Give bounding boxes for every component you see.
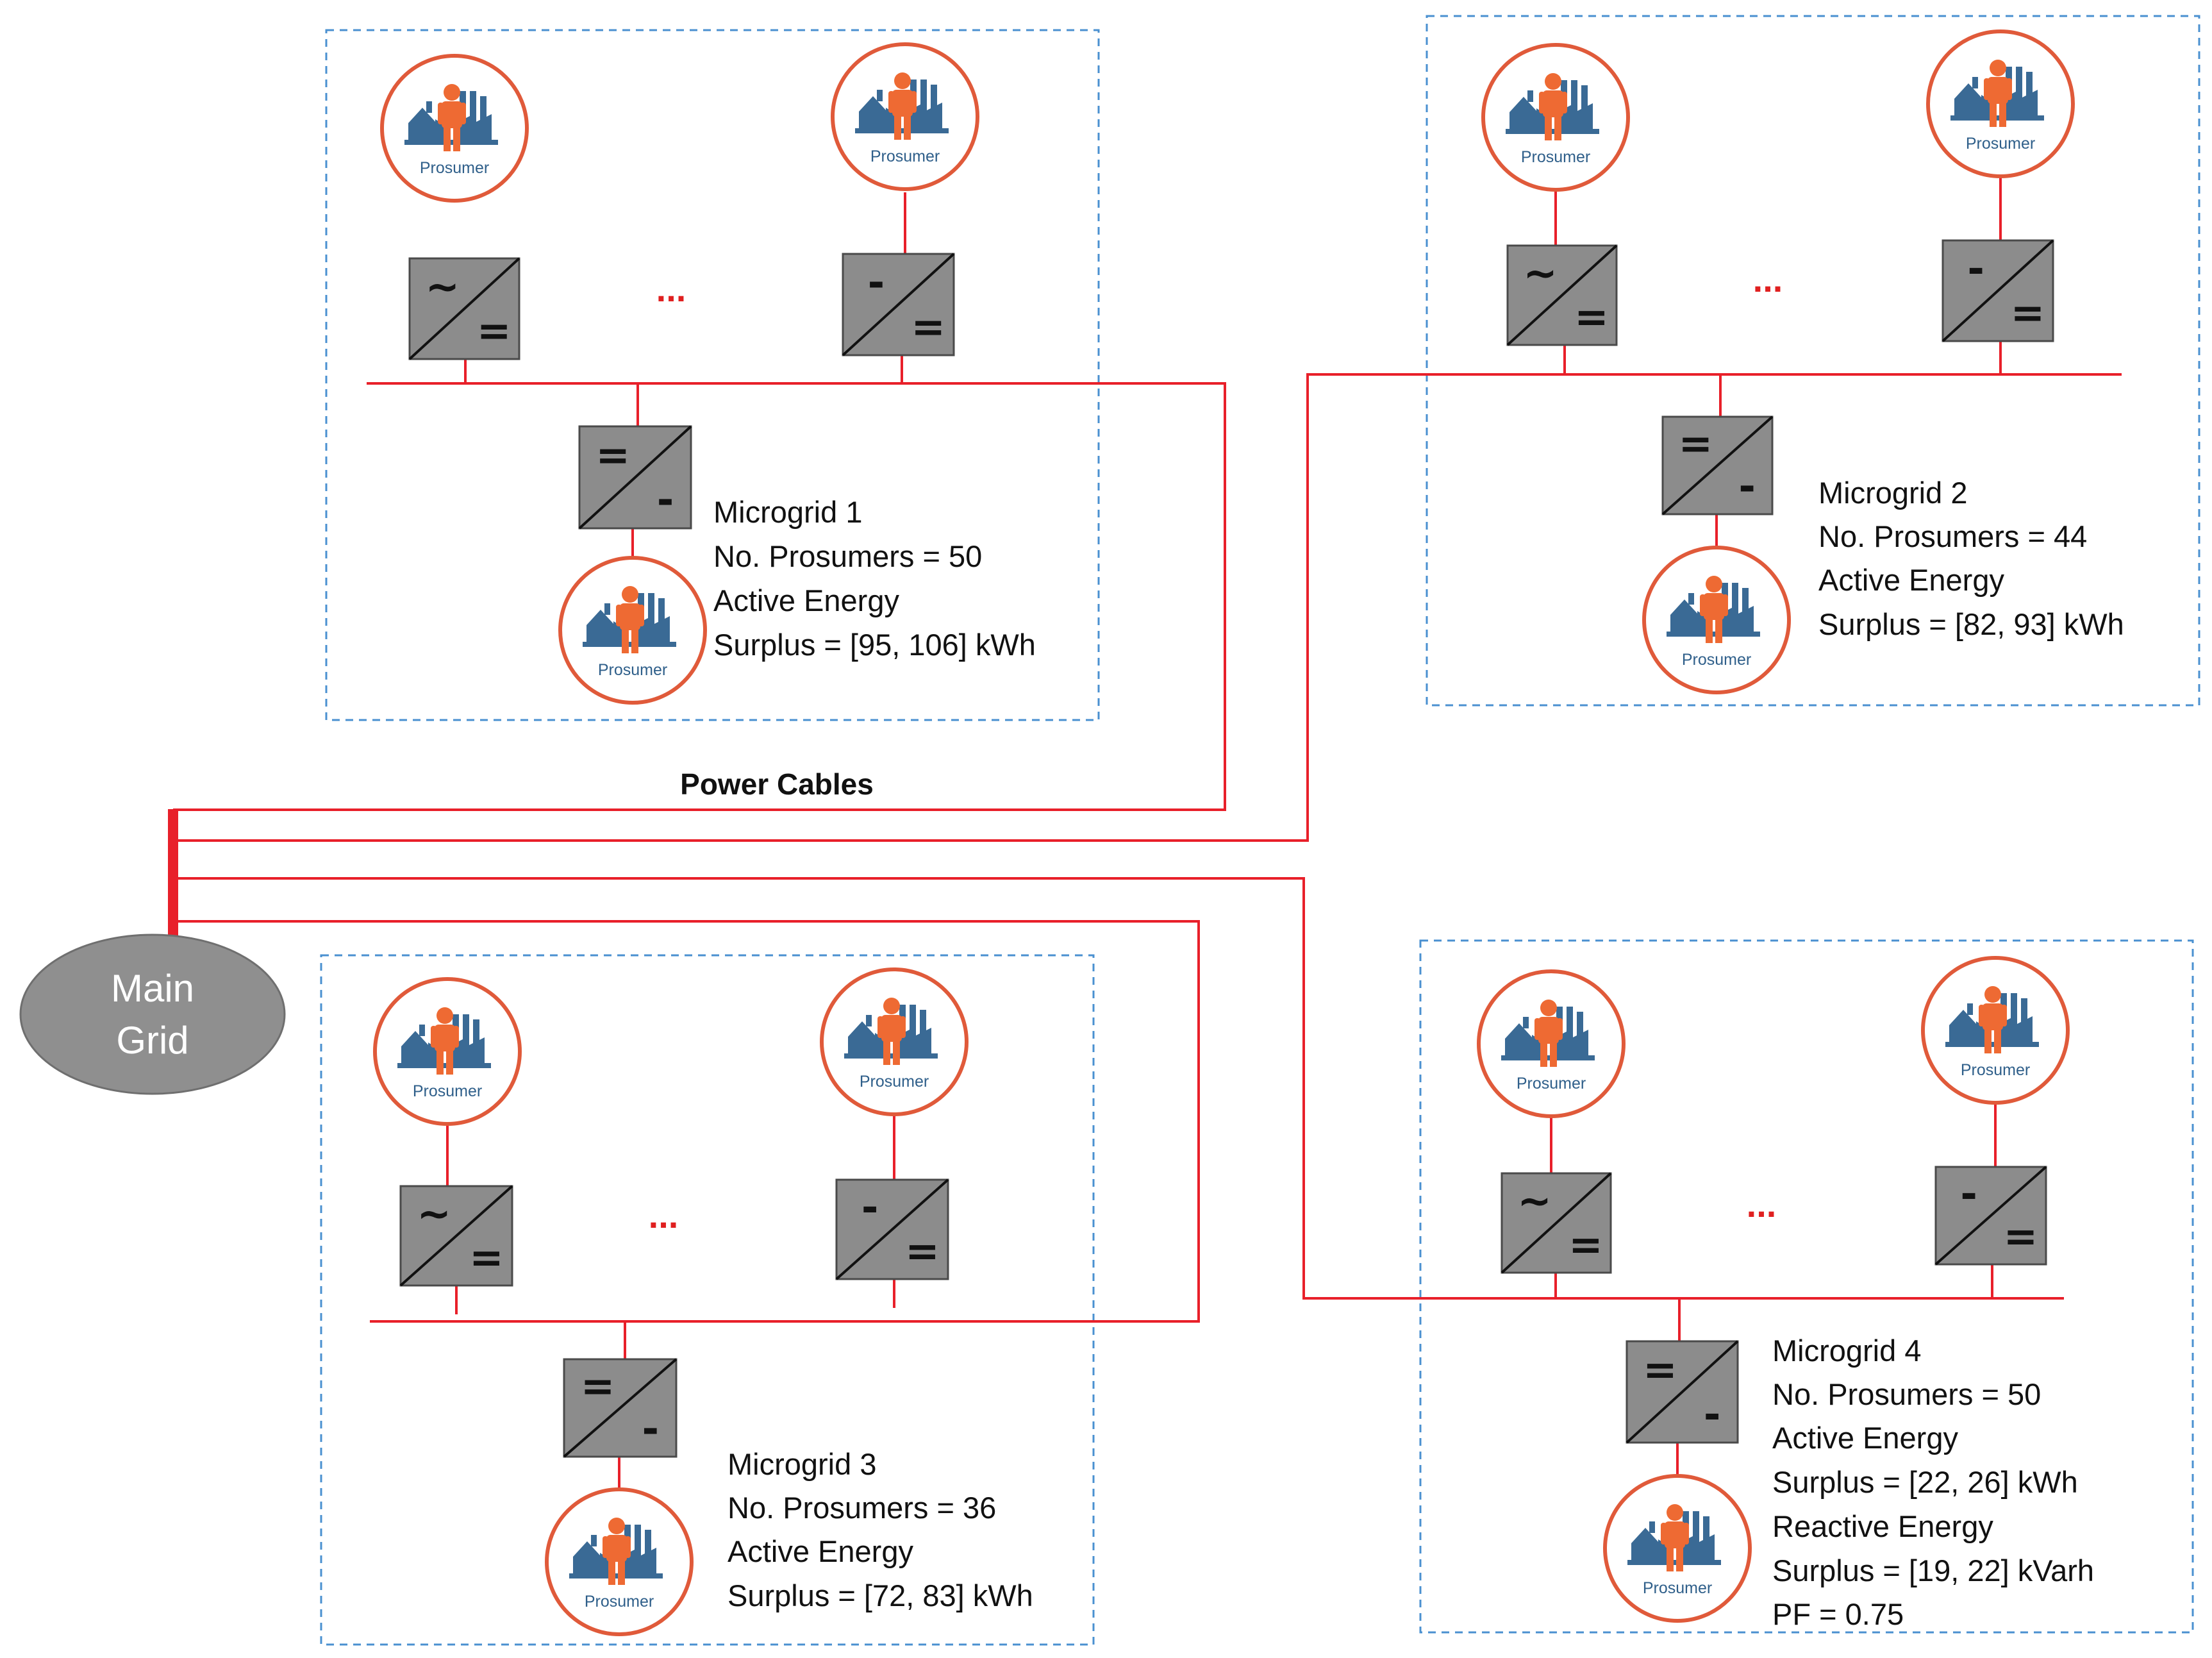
- main-grid-label-line1: Main: [111, 967, 194, 1010]
- microgrid-name: Microgrid 3: [728, 1447, 876, 1481]
- power-cables: [168, 173, 2122, 1494]
- converter-output-symbol: -: [1704, 1391, 1721, 1439]
- prosumer-icon: Prosumer: [833, 44, 977, 189]
- prosumer-label: Prosumer: [1966, 135, 2035, 153]
- converter-input-symbol: =: [1643, 1346, 1677, 1394]
- prosumer-icon: Prosumer: [375, 979, 520, 1124]
- power-converter-icon: -=: [1942, 239, 2054, 342]
- microgrid-1-boundary: [325, 29, 1100, 721]
- converter-input-symbol: ~: [1517, 1178, 1552, 1225]
- converter-output-symbol: =: [477, 308, 511, 355]
- prosumer-label: Prosumer: [1521, 148, 1590, 166]
- prosumer-label: Prosumer: [1961, 1061, 2030, 1079]
- energy-surplus: Surplus = [95, 106] kWh: [713, 628, 1036, 662]
- energy-type: Active Energy: [1772, 1421, 1958, 1455]
- energy-surplus: Surplus = [72, 83] kWh: [728, 1578, 1033, 1612]
- converter-output-symbol: =: [469, 1234, 504, 1282]
- converter-input-symbol: -: [861, 1184, 879, 1232]
- power-cables-label: Power Cables: [680, 767, 874, 801]
- power-converter-icon: =-: [1661, 415, 1774, 515]
- prosumer-label: Prosumer: [870, 147, 940, 165]
- power-converter-icon: ~=: [399, 1185, 513, 1287]
- converter-output-symbol: -: [1738, 464, 1756, 511]
- converter-output-symbol: =: [2011, 290, 2045, 337]
- ellipsis: ...: [1753, 259, 1783, 299]
- prosumer-count: No. Prosumers = 36: [728, 1491, 996, 1525]
- converter-output-symbol: =: [2004, 1214, 2038, 1261]
- power-converter-icon: =-: [1626, 1340, 1739, 1444]
- microgrid-name: Microgrid 1: [713, 495, 862, 529]
- prosumer-icon: Prosumer: [547, 1489, 692, 1634]
- ellipsis: ...: [1747, 1184, 1777, 1225]
- main-grid-label-line2: Grid: [116, 1019, 188, 1062]
- prosumer-count: No. Prosumers = 50: [713, 539, 982, 573]
- prosumer-label: Prosumer: [598, 661, 667, 679]
- energy-surplus: Surplus = [22, 26] kWh: [1772, 1465, 2078, 1499]
- energy-type: Active Energy: [713, 583, 899, 617]
- converter-input-symbol: ~: [425, 264, 460, 311]
- ellipsis: ...: [656, 269, 686, 309]
- prosumer-label: Prosumer: [1682, 651, 1751, 669]
- prosumer-label: Prosumer: [1643, 1579, 1712, 1597]
- converter-output-symbol: -: [642, 1406, 659, 1453]
- converter-input-symbol: ~: [417, 1191, 451, 1238]
- converters: ~=-==-~=-==-~=-==-~=-==-: [399, 239, 2054, 1458]
- microgrid-3-info: Microgrid 3 No. Prosumers = 36 Active En…: [728, 1447, 1033, 1612]
- power-converter-icon: ~=: [1506, 244, 1618, 346]
- microgrid-3-boundary: [320, 954, 1095, 1646]
- prosumer-icon: Prosumer: [382, 56, 527, 201]
- prosumer-icon: Prosumer: [560, 558, 705, 703]
- converter-output-symbol: =: [1574, 294, 1609, 341]
- power-factor: PF = 0.75: [1772, 1597, 1904, 1631]
- microgrid-name: Microgrid 4: [1772, 1334, 1921, 1368]
- prosumer-icon: Prosumer: [1605, 1476, 1750, 1621]
- energy-surplus: Surplus = [82, 93] kWh: [1818, 607, 2124, 641]
- microgrid-1-info: Microgrid 1 No. Prosumers = 50 Active En…: [713, 495, 1036, 662]
- energy-type: Active Energy: [1818, 563, 2004, 597]
- prosumer-label: Prosumer: [1517, 1075, 1586, 1093]
- reactive-energy-type: Reactive Energy: [1772, 1509, 1993, 1543]
- prosumer-label: Prosumer: [585, 1593, 654, 1611]
- converter-output-symbol: -: [657, 477, 674, 524]
- microgrid-2-info: Microgrid 2 No. Prosumers = 44 Active En…: [1818, 476, 2124, 641]
- prosumer-icon: Prosumer: [1483, 45, 1628, 190]
- microgrid-4-info: Microgrid 4 No. Prosumers = 50 Active En…: [1772, 1334, 2094, 1631]
- converter-input-symbol: =: [581, 1363, 615, 1411]
- converter-input-symbol: ~: [1523, 250, 1558, 297]
- converter-input-symbol: =: [595, 432, 630, 480]
- prosumer-icon: Prosumer: [1923, 958, 2068, 1103]
- converter-output-symbol: =: [905, 1228, 940, 1275]
- power-converter-icon: ~=: [1501, 1172, 1612, 1274]
- power-converter-icon: -=: [1934, 1166, 2047, 1266]
- prosumer-label: Prosumer: [413, 1082, 482, 1100]
- converter-output-symbol: =: [911, 304, 945, 351]
- energy-type: Active Energy: [728, 1534, 913, 1568]
- converter-input-symbol: =: [1678, 421, 1713, 468]
- prosumers: ProsumerProsumerProsumerProsumerProsumer…: [375, 31, 2073, 1634]
- reactive-energy-surplus: Surplus = [19, 22] kVarh: [1772, 1553, 2094, 1587]
- microgrid-2-boundary: [1426, 15, 2200, 707]
- converter-input-symbol: -: [1960, 1171, 1977, 1218]
- converter-input-symbol: -: [868, 259, 885, 306]
- power-converter-icon: ~=: [408, 257, 520, 360]
- prosumer-icon: Prosumer: [1928, 31, 2073, 176]
- power-converter-icon: =-: [578, 425, 692, 530]
- power-converter-icon: -=: [835, 1178, 949, 1280]
- microgrid-4-boundary: [1419, 939, 2194, 1634]
- prosumer-icon: Prosumer: [822, 969, 967, 1114]
- ellipsis: ...: [649, 1195, 679, 1235]
- converter-output-symbol: =: [1568, 1221, 1603, 1269]
- main-grid: Main Grid: [19, 934, 286, 1095]
- microgrid-name: Microgrid 2: [1818, 476, 1967, 510]
- prosumer-label: Prosumer: [860, 1073, 929, 1091]
- prosumer-icon: Prosumer: [1644, 548, 1789, 692]
- prosumer-count: No. Prosumers = 50: [1772, 1377, 2041, 1411]
- converter-input-symbol: -: [1967, 246, 1984, 293]
- prosumer-label: Prosumer: [420, 159, 489, 177]
- power-converter-icon: =-: [563, 1358, 678, 1458]
- prosumer-count: No. Prosumers = 44: [1818, 519, 2087, 553]
- prosumer-icon: Prosumer: [1479, 971, 1624, 1116]
- power-converter-icon: -=: [842, 253, 955, 356]
